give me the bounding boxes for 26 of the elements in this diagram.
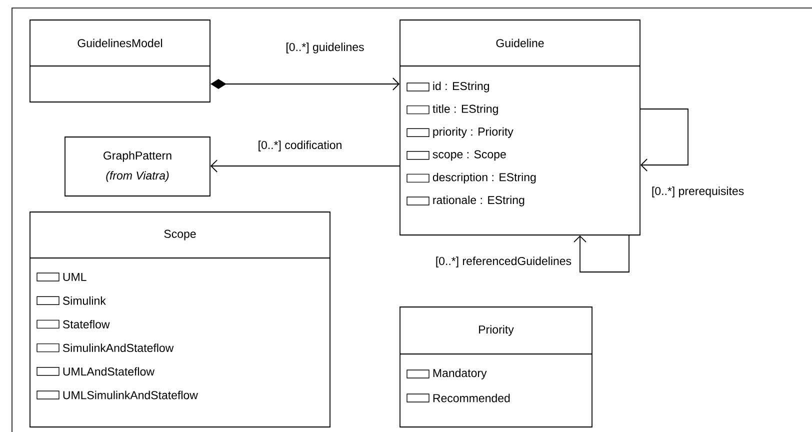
attribute-row: Recommended bbox=[406, 394, 510, 402]
edge-label: [0..*] prerequisites bbox=[650, 186, 746, 198]
attribute-row: UMLAndStateflow bbox=[36, 367, 154, 376]
class-box: Priority Mandatory Recommended bbox=[400, 306, 592, 428]
edge-label: [0..*] guidelines bbox=[284, 42, 366, 54]
association-arrow bbox=[574, 235, 630, 272]
class-box: GraphPattern (from Viatra) bbox=[64, 136, 210, 196]
attribute-row: description : EString bbox=[406, 172, 536, 184]
attribute-row: title : EString bbox=[406, 104, 498, 116]
class-box: GuidelinesModel bbox=[30, 20, 210, 102]
attribute-row: Simulink bbox=[36, 296, 106, 305]
association-arrow bbox=[210, 160, 400, 172]
class-box: Scope UML Simulink Stateflow SimulinkAndStateflow UMLAndStateflow UMLSimulinkAndStateflow bbox=[30, 212, 330, 428]
edge-label: [0..*] referencedGuidelines bbox=[434, 256, 573, 268]
attribute-row: Mandatory bbox=[406, 368, 487, 380]
attribute-row: priority : Priority bbox=[406, 127, 514, 138]
attribute-row: scope : Scope bbox=[406, 150, 506, 161]
attribute-row: Stateflow bbox=[36, 320, 110, 329]
attribute-row: UMLSimulinkAndStateflow bbox=[36, 390, 198, 400]
attribute-row: SimulinkAndStateflow bbox=[36, 343, 174, 352]
attribute-row: id : EString bbox=[406, 82, 489, 92]
attribute-row: UML bbox=[36, 272, 86, 282]
edge-label: [0..*] codification bbox=[256, 140, 344, 152]
attribute-row: rationale : EString bbox=[406, 196, 524, 206]
association-arrow bbox=[640, 108, 688, 172]
class-box: Guideline id : EString title : EString priority : Priority scope : Scope description : EString rationale : EString bbox=[400, 20, 640, 236]
